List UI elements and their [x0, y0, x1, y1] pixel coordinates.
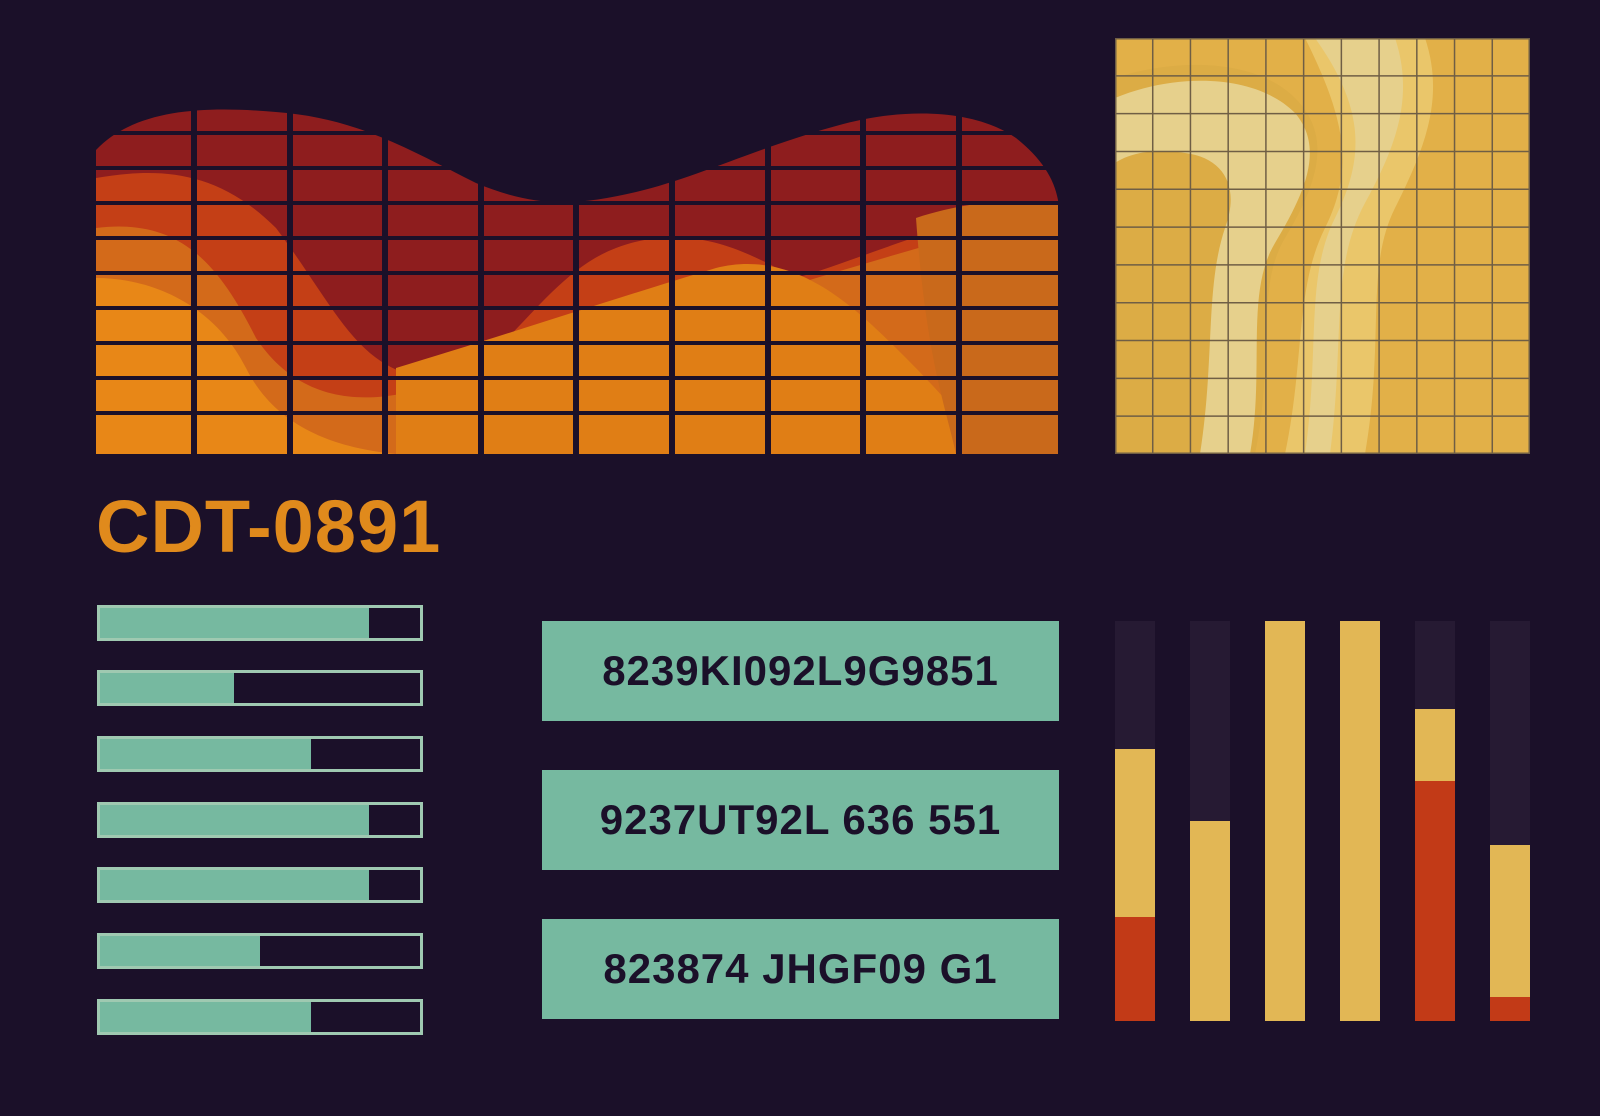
- progress-bar-1: [97, 605, 423, 641]
- level-bar-4: [1340, 621, 1380, 1021]
- contour-map: [1115, 38, 1530, 454]
- level-yellow-segment: [1490, 845, 1530, 997]
- progress-bar-7: [97, 999, 423, 1035]
- level-yellow-segment: [1190, 821, 1230, 1021]
- progress-bar-6: [97, 933, 423, 969]
- level-yellow-segment: [1415, 709, 1455, 781]
- progress-fill: [100, 608, 369, 638]
- code-box-3[interactable]: 823874 JHGF09 G1: [542, 919, 1059, 1019]
- level-yellow-segment: [1115, 749, 1155, 917]
- progress-bar-2: [97, 670, 423, 706]
- code-box-2[interactable]: 9237UT92L 636 551: [542, 770, 1059, 870]
- progress-fill: [100, 870, 369, 900]
- level-red-segment: [1115, 917, 1155, 1021]
- progress-bar-3: [97, 736, 423, 772]
- level-red-segment: [1415, 781, 1455, 1021]
- wave-visualizer: [96, 108, 1058, 454]
- progress-fill: [100, 739, 312, 769]
- code-box-1[interactable]: 8239KI092L9G9851: [542, 621, 1059, 721]
- progress-bar-5: [97, 867, 423, 903]
- level-bar-6: [1490, 621, 1530, 1021]
- level-bar-1: [1115, 621, 1155, 1021]
- level-bar-5: [1415, 621, 1455, 1021]
- progress-bar-4: [97, 802, 423, 838]
- panel-code-title: CDT-0891: [96, 485, 442, 568]
- progress-fill: [100, 1002, 312, 1032]
- level-red-segment: [1490, 997, 1530, 1021]
- progress-fill: [100, 805, 369, 835]
- level-bar-2: [1190, 621, 1230, 1021]
- level-yellow-segment: [1340, 621, 1380, 1021]
- level-yellow-segment: [1265, 621, 1305, 1021]
- level-bar-3: [1265, 621, 1305, 1021]
- progress-fill: [100, 673, 235, 703]
- progress-fill: [100, 936, 260, 966]
